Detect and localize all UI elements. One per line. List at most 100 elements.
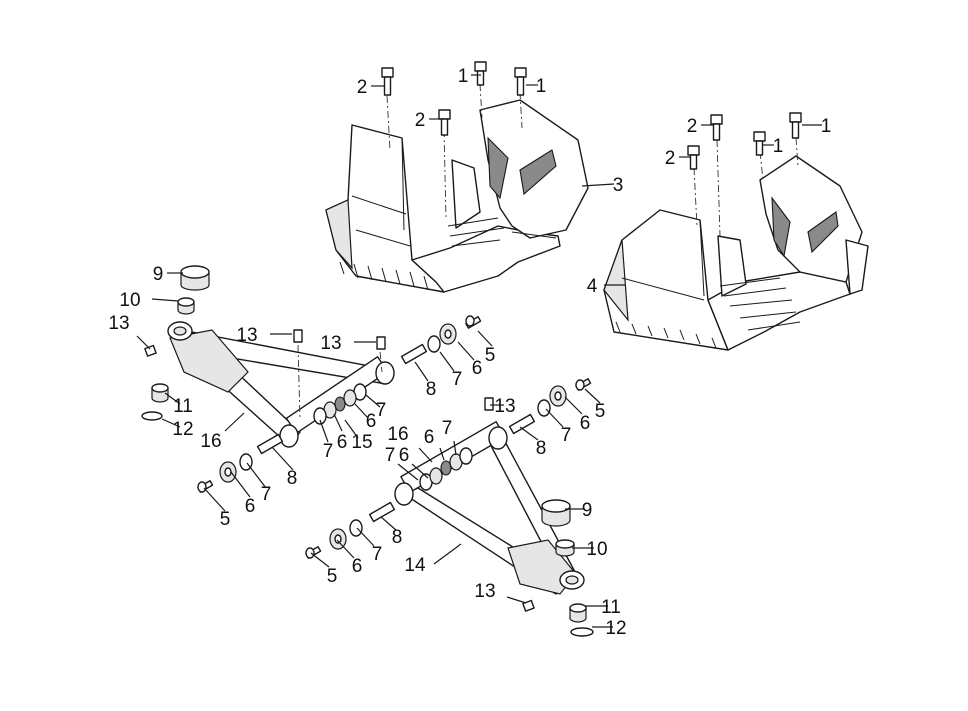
callout-number-6: 6 bbox=[366, 411, 377, 432]
callout-number-6: 6 bbox=[472, 358, 483, 379]
callout-number-5: 5 bbox=[485, 345, 496, 366]
callout-number-8: 8 bbox=[287, 468, 298, 489]
callout-leader-line bbox=[519, 426, 539, 441]
callout-leader-line bbox=[411, 463, 429, 479]
callout-leader-line bbox=[457, 341, 475, 361]
callout-number-5: 5 bbox=[220, 509, 231, 530]
callout-leader-line bbox=[581, 183, 615, 187]
callout-number-7: 7 bbox=[385, 445, 396, 466]
ring-12-icon bbox=[570, 627, 594, 637]
callout-leader-line bbox=[545, 408, 564, 428]
callout-number-7: 7 bbox=[452, 369, 463, 390]
grease-nipple-13-icon bbox=[293, 329, 303, 343]
bushing-7-icon bbox=[537, 399, 551, 417]
bolt-5-icon bbox=[197, 480, 214, 493]
cap-9-icon bbox=[541, 499, 571, 527]
callout-number-13: 13 bbox=[108, 313, 129, 334]
callout-number-4: 4 bbox=[587, 276, 598, 297]
cap-9-icon bbox=[180, 265, 210, 291]
spacer-15-icon bbox=[334, 396, 346, 412]
callout-leader-line bbox=[439, 351, 455, 372]
pin-8-icon bbox=[400, 343, 428, 365]
callout-number-6: 6 bbox=[424, 427, 435, 448]
callout-number-7: 7 bbox=[376, 400, 387, 421]
grease-nipple-13-icon bbox=[376, 336, 386, 350]
callout-number-8: 8 bbox=[392, 527, 403, 548]
bolt-1-icon bbox=[753, 131, 766, 156]
callout-leader-line bbox=[151, 298, 179, 302]
callout-leader-line bbox=[564, 396, 583, 415]
callout-leader-line bbox=[433, 543, 462, 565]
footrest-right-part bbox=[603, 155, 869, 351]
callout-number-8: 8 bbox=[536, 438, 547, 459]
callout-number-6: 6 bbox=[352, 556, 363, 577]
callout-leader-line bbox=[414, 361, 429, 382]
grease-nipple-13-icon bbox=[144, 344, 157, 357]
callout-number-2: 2 bbox=[687, 116, 698, 137]
callout-leader-line bbox=[356, 527, 375, 547]
bushing-7-icon bbox=[427, 335, 441, 353]
bushing-10-icon bbox=[177, 297, 195, 315]
pin-8-icon bbox=[508, 413, 536, 435]
callout-number-1: 1 bbox=[773, 136, 784, 157]
bolt-2-icon bbox=[438, 109, 451, 136]
callout-leader-line bbox=[336, 539, 355, 559]
callout-leader-line bbox=[453, 440, 457, 456]
bolt-2-icon bbox=[710, 114, 723, 141]
mounting-bolts bbox=[381, 61, 802, 237]
callout-number-2: 2 bbox=[415, 110, 426, 131]
callout-leader-line bbox=[439, 447, 445, 461]
callout-number-11: 11 bbox=[601, 597, 621, 618]
callout-leader-line bbox=[418, 447, 433, 463]
callout-leader-line bbox=[246, 462, 267, 489]
callout-number-12: 12 bbox=[605, 618, 626, 639]
callout-number-13: 13 bbox=[320, 333, 341, 354]
callout-leader-line bbox=[164, 392, 181, 405]
bolt-1-icon bbox=[789, 112, 802, 139]
callout-number-9: 9 bbox=[153, 264, 164, 285]
callout-leader-line bbox=[271, 446, 294, 471]
pin-8-icon bbox=[256, 433, 284, 455]
bushing-7-icon bbox=[459, 447, 473, 465]
callout-number-2: 2 bbox=[665, 148, 676, 169]
callout-leader-line bbox=[136, 335, 151, 350]
callout-leader-line bbox=[310, 552, 330, 568]
callout-leader-line bbox=[365, 394, 381, 408]
callout-number-11: 11 bbox=[173, 396, 193, 417]
bushing-10-icon bbox=[555, 539, 575, 557]
callout-leader-line bbox=[203, 487, 226, 512]
callout-number-13: 13 bbox=[236, 325, 257, 346]
bushing-11-icon bbox=[151, 383, 169, 403]
ring-12-icon bbox=[141, 411, 163, 421]
callout-number-7: 7 bbox=[561, 425, 572, 446]
callout-number-16: 16 bbox=[387, 424, 408, 445]
bolt-1-icon bbox=[514, 67, 527, 96]
callout-number-8: 8 bbox=[426, 379, 437, 400]
callout-leader-line bbox=[584, 388, 601, 404]
callout-number-7: 7 bbox=[372, 544, 383, 565]
callout-number-7: 7 bbox=[442, 418, 453, 439]
callout-leader-line bbox=[477, 330, 493, 347]
callout-number-10: 10 bbox=[119, 290, 140, 311]
callout-leader-line bbox=[333, 413, 343, 432]
callout-leader-line bbox=[380, 516, 397, 531]
callout-leader-line bbox=[354, 403, 369, 419]
bolt-1-icon bbox=[474, 61, 487, 86]
callout-leader-line bbox=[506, 596, 527, 604]
spacer-16-icon bbox=[440, 460, 452, 476]
callout-number-7: 7 bbox=[261, 484, 272, 505]
callout-number-5: 5 bbox=[595, 401, 606, 422]
washer-6-icon bbox=[343, 389, 357, 407]
washer-6-icon bbox=[429, 467, 443, 485]
callout-number-1: 1 bbox=[458, 66, 469, 87]
callout-number-9: 9 bbox=[582, 500, 593, 521]
callout-number-15: 15 bbox=[351, 432, 372, 453]
callout-number-6: 6 bbox=[245, 496, 256, 517]
callout-number-3: 3 bbox=[613, 175, 624, 196]
callout-leader-line bbox=[224, 412, 245, 432]
washer-6-icon bbox=[439, 323, 457, 345]
callout-number-14: 14 bbox=[404, 555, 426, 576]
bolt-5-icon bbox=[575, 378, 592, 391]
washer-6-icon bbox=[329, 528, 347, 550]
